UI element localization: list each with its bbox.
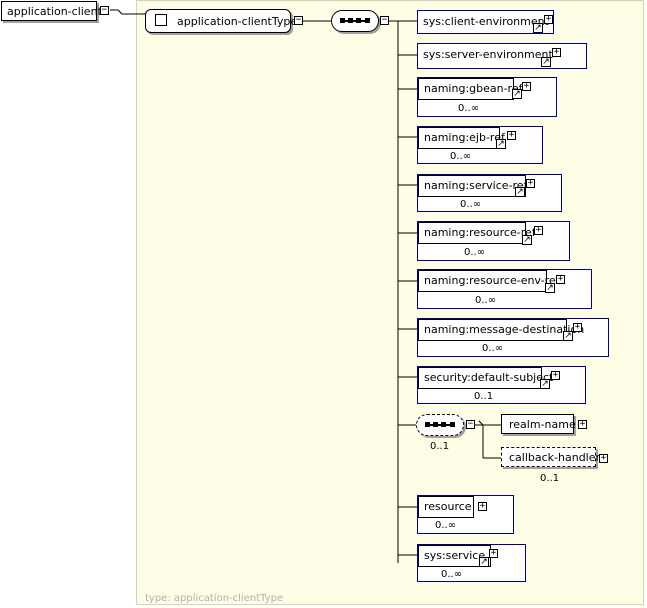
expand-icon[interactable]: + [573,322,582,332]
element-callback-handler[interactable]: callback-handler [501,447,600,467]
element-label: naming:message-destination [424,323,585,336]
reference-arrow-icon: ↗ [496,139,506,149]
cardinality: 0..∞ [482,343,504,354]
expand-icon[interactable]: + [522,81,531,91]
element-ejb-ref[interactable]: naming:ejb-ref 0..∞ [417,126,543,164]
element-message-destination[interactable]: naming:message-destination 0..∞ [417,318,609,357]
expand-icon[interactable]: + [534,225,543,235]
element-label: sys:client-environment [423,15,549,28]
expand-icon[interactable]: + [552,47,561,57]
cardinality: 0..∞ [441,569,463,580]
element-gbean-ref[interactable]: naming:gbean-ref 0..∞ [417,77,557,117]
element-label: callback-handler [509,451,601,464]
element-label: naming:service-ref [424,179,528,192]
element-label: naming:gbean-ref [424,82,523,95]
element-resource-env-ref[interactable]: naming:resource-env-ref 0..∞ [417,269,592,309]
type-footer-label: type: application-clientType [145,593,284,604]
cardinality: 0..1 [540,473,560,484]
reference-arrow-icon: ↗ [533,23,543,33]
reference-arrow-icon: ↗ [515,187,525,197]
element-label: realm-name [509,418,576,431]
type-collapse-icon[interactable]: − [294,15,303,25]
expand-icon[interactable]: + [544,14,553,24]
sequence-collapse-icon[interactable]: − [380,15,389,25]
expand-icon[interactable]: + [551,370,560,380]
cardinality: 0..∞ [464,247,486,258]
element-label: naming:ejb-ref [424,131,505,144]
element-label: naming:resource-ref [424,226,536,239]
element-label: naming:resource-env-ref [424,274,560,287]
complex-type-icon [155,14,167,26]
type-box[interactable]: application-clientType [145,9,297,33]
element-client-environment[interactable]: sys:client-environment [417,10,554,34]
expand-icon[interactable]: + [599,453,608,463]
element-default-subject[interactable]: security:default-subject 0..1 [417,366,586,404]
expand-icon[interactable]: + [507,130,516,140]
expand-icon[interactable]: + [526,178,535,188]
expand-icon[interactable]: + [578,419,587,429]
cardinality: 0..∞ [450,151,472,162]
element-service-ref[interactable]: naming:service-ref 0..∞ [417,174,562,212]
element-service[interactable]: sys:service 0..∞ [417,544,526,582]
cardinality: 0..1 [474,391,494,402]
sequence-cardinality: 0..1 [430,441,450,452]
sequence-compositor[interactable] [331,10,379,32]
root-element[interactable]: application-client [1,1,102,21]
optional-sequence-compositor[interactable] [416,414,464,436]
cardinality: 0..∞ [458,103,480,114]
type-box-label: application-clientType [177,15,298,28]
element-label: resource [424,500,472,513]
sequence-collapse-icon[interactable]: − [466,419,475,429]
reference-arrow-icon: ↗ [522,235,532,245]
expand-icon[interactable]: + [556,274,565,284]
element-resource[interactable]: resource 0..∞ [417,495,514,534]
expand-icon[interactable]: + [478,501,487,511]
element-resource-ref[interactable]: naming:resource-ref 0..∞ [417,221,570,261]
reference-arrow-icon: ↗ [540,379,550,389]
element-label: sys:server-environment [423,48,553,61]
element-label: security:default-subject [424,371,554,384]
cardinality: 0..∞ [475,295,497,306]
reference-arrow-icon: ↗ [479,557,489,567]
root-element-label: application-client [7,5,102,18]
reference-arrow-icon: ↗ [563,331,573,341]
sequence-icon [425,422,455,427]
sequence-icon [340,18,370,23]
reference-arrow-icon: ↗ [545,283,555,293]
cardinality: 0..∞ [435,520,457,531]
reference-arrow-icon: ↗ [512,89,522,99]
expand-icon[interactable]: + [489,548,498,558]
element-label: sys:service [424,549,486,562]
root-collapse-icon[interactable]: − [100,5,109,15]
cardinality: 0..∞ [460,199,482,210]
reference-arrow-icon: ↗ [541,57,551,67]
element-realm-name[interactable]: realm-name [501,414,576,434]
element-server-environment[interactable]: sys:server-environment [417,43,587,69]
